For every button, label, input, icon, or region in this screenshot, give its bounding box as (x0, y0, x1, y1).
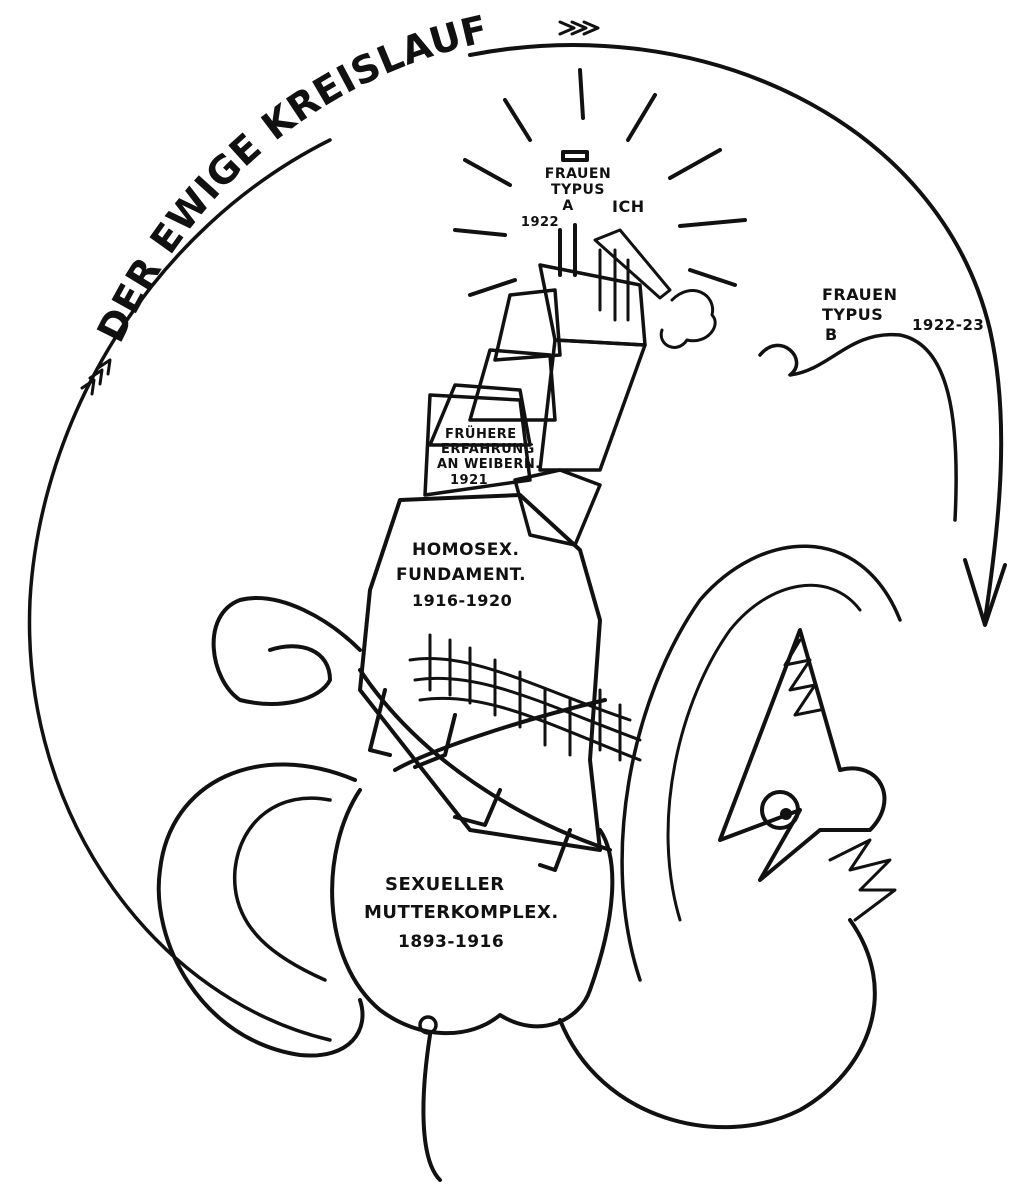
barbed-wire (410, 635, 640, 760)
svg-text:SEXUELLER: SEXUELLER (385, 874, 505, 895)
svg-text:1893-1916: 1893-1916 (398, 932, 504, 952)
svg-text:FRÜHERE: FRÜHERE (445, 426, 517, 442)
svg-text:MUTTERKOMPLEX.: MUTTERKOMPLEX. (364, 902, 559, 923)
type-b-curl (760, 335, 956, 520)
cycle-arrow (29, 22, 1005, 1040)
fish-eye (762, 792, 798, 828)
fish-head (720, 630, 884, 880)
stacked-pillar (425, 265, 645, 545)
ich-figure (595, 230, 715, 347)
svg-text:1916-1920: 1916-1920 (412, 591, 512, 610)
label-homosex-foundation: HOMOSEX. FUNDAMENT. 1916-1920 (396, 540, 526, 610)
svg-text:TYPUS: TYPUS (551, 182, 605, 198)
serpent-neck (622, 546, 900, 980)
svg-text:AN WEIBERN.: AN WEIBERN. (437, 457, 541, 472)
cycle-title: DER EWIGE KREISLAUF (89, 7, 492, 349)
serpent-body (560, 920, 875, 1127)
label-ich: ICH (612, 197, 645, 216)
label-mother-complex: SEXUELLER MUTTERKOMPLEX. 1893-1916 (364, 874, 559, 952)
fish-pupil (780, 808, 792, 820)
svg-text:B: B (825, 325, 838, 344)
svg-text:1922: 1922 (521, 215, 559, 230)
svg-text:FRAUEN: FRAUEN (545, 166, 611, 182)
svg-text:1921: 1921 (450, 473, 488, 488)
left-tentacle (214, 598, 360, 704)
lower-tail (423, 1035, 440, 1180)
fish-fin (830, 840, 895, 920)
svg-text:1922-23: 1922-23 (912, 316, 984, 334)
label-type-a: FRAUEN TYPUS A 1922 (521, 166, 611, 230)
svg-text:FRAUEN: FRAUEN (822, 285, 897, 304)
svg-text:ERFAHRUNG: ERFAHRUNG (441, 442, 535, 457)
svg-text:HOMOSEX.: HOMOSEX. (412, 540, 519, 560)
svg-text:A: A (562, 198, 573, 214)
svg-text:TYPUS: TYPUS (822, 305, 883, 324)
left-lobe-inner (235, 798, 330, 980)
svg-text:FUNDAMENT.: FUNDAMENT. (396, 565, 526, 585)
